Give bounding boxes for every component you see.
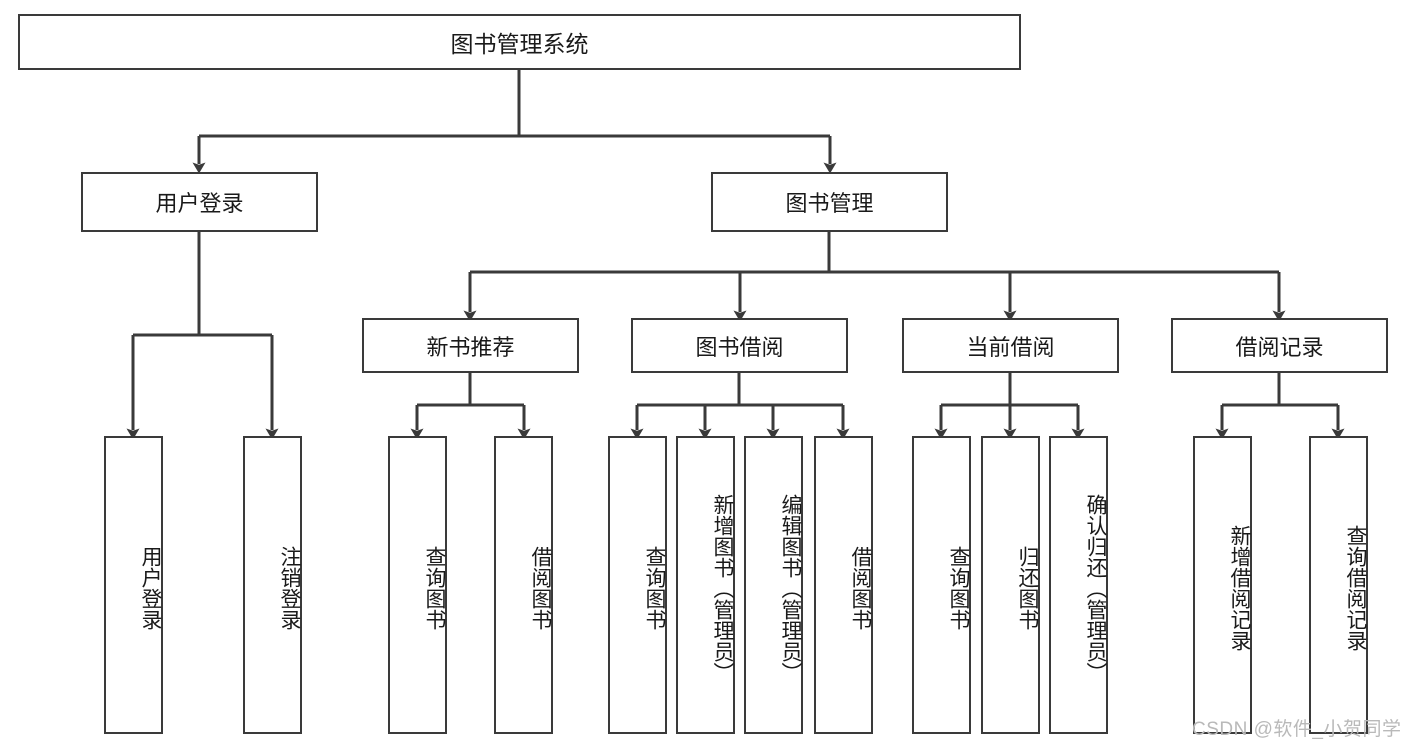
node-book-management[interactable]: 图书管理: [711, 172, 948, 232]
node-user-login[interactable]: 用户登录: [81, 172, 318, 232]
leaf-confirm-return-admin[interactable]: 确认归还（管理员）: [1049, 436, 1108, 734]
leaf-query-books-current[interactable]: 查询图书: [912, 436, 971, 734]
node-label: 确认归还（管理员）: [1084, 493, 1107, 683]
leaf-borrow-books-recommendation[interactable]: 借阅图书: [494, 436, 553, 734]
csdn-watermark: CSDN @软件_小贺同学: [1192, 719, 1402, 740]
leaf-logout[interactable]: 注销登录: [243, 436, 302, 734]
node-label: 查询借阅记录: [1344, 525, 1367, 651]
node-book-borrowing[interactable]: 图书借阅: [631, 318, 848, 373]
node-label: 注销登录: [278, 546, 301, 630]
node-new-book-recommendation[interactable]: 新书推荐: [362, 318, 579, 373]
node-label: 查询图书: [423, 546, 446, 630]
node-label: 用户登录: [155, 191, 244, 216]
leaf-user-login[interactable]: 用户登录: [104, 436, 163, 734]
node-label: 图书借阅: [695, 334, 784, 360]
node-label: 新书推荐: [426, 334, 515, 360]
leaf-borrow-books-borrowing[interactable]: 借阅图书: [814, 436, 873, 734]
node-label: 用户登录: [139, 546, 162, 630]
node-label: 当前借阅: [966, 334, 1055, 360]
node-label: 借阅图书: [529, 546, 552, 630]
node-label: 图书管理: [785, 191, 874, 216]
leaf-add-book-admin[interactable]: 新增图书（管理员）: [676, 436, 735, 734]
node-current-borrowing[interactable]: 当前借阅: [902, 318, 1119, 373]
node-label: 借阅图书: [849, 546, 872, 630]
node-label: 查询图书: [643, 546, 666, 630]
node-borrowing-records[interactable]: 借阅记录: [1171, 318, 1388, 373]
node-label: 归还图书: [1016, 546, 1039, 630]
node-label: 查询图书: [947, 546, 970, 630]
leaf-query-books-recommendation[interactable]: 查询图书: [388, 436, 447, 734]
node-label: 图书管理系统: [450, 31, 589, 57]
leaf-query-books-borrowing[interactable]: 查询图书: [608, 436, 667, 734]
leaf-add-borrowing-record[interactable]: 新增借阅记录: [1193, 436, 1252, 734]
node-root-book-management-system[interactable]: 图书管理系统: [18, 14, 1021, 70]
leaf-return-books[interactable]: 归还图书: [981, 436, 1040, 734]
leaf-edit-book-admin[interactable]: 编辑图书（管理员）: [744, 436, 803, 734]
node-label: 新增图书（管理员）: [711, 493, 734, 683]
node-label: 编辑图书（管理员）: [779, 493, 802, 683]
node-label: 借阅记录: [1235, 334, 1324, 360]
leaf-query-borrowing-record[interactable]: 查询借阅记录: [1309, 436, 1368, 734]
node-label: 新增借阅记录: [1228, 525, 1251, 651]
